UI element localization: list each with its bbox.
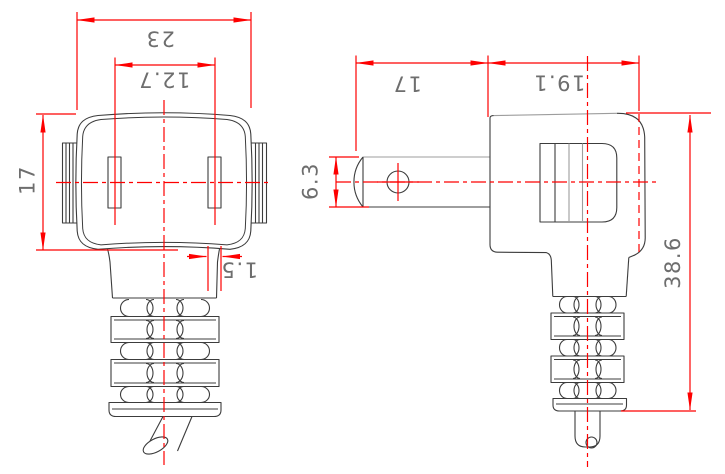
dim-slot-width-label: 1.5 — [220, 258, 258, 282]
dimension-body-depth — [487, 55, 640, 257]
plug-body-side — [489, 112, 646, 259]
side-view — [353, 112, 646, 449]
dimension-overall-height — [621, 112, 711, 412]
dim-blade-length-label: 17 — [392, 72, 422, 96]
dimension-slot-width — [187, 246, 242, 291]
dim-blade-spacing-label: 12.7 — [138, 68, 191, 92]
plug-face-outline — [75, 112, 253, 250]
dim-overall-height-label: 38.6 — [661, 236, 685, 289]
grip-recess — [539, 142, 618, 223]
dim-blade-height-label: 6.3 — [299, 162, 323, 200]
cable-front — [142, 416, 193, 455]
dimension-blade-spacing — [114, 57, 216, 225]
cable-wire-end — [585, 436, 598, 449]
dimension-labels: 23 12.7 17 1.5 17 19.1 6.3 38.6 — [16, 27, 686, 289]
strain-relief-front — [106, 248, 222, 418]
dimension-blade-length — [355, 55, 489, 151]
dim-body-depth-label: 19.1 — [533, 71, 586, 95]
dimension-body-height — [36, 113, 178, 251]
dimension-lines — [36, 12, 711, 467]
dimension-overall-width — [76, 12, 252, 110]
dim-body-height-label: 17 — [16, 165, 40, 195]
dim-overall-width-label: 23 — [145, 27, 175, 51]
strain-relief-side — [546, 252, 630, 412]
